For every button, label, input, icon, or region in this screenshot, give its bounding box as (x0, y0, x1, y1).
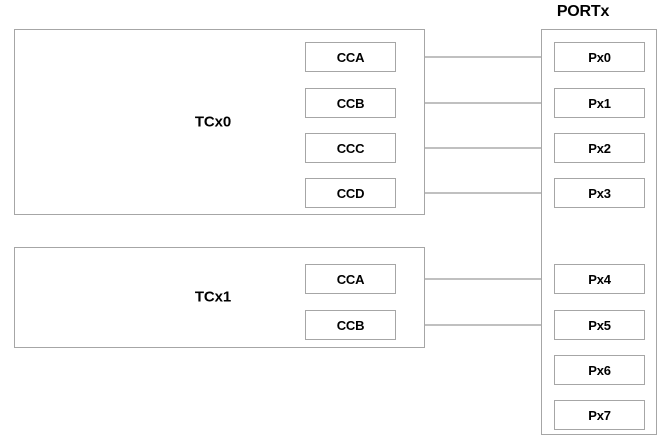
port-pin-px1[interactable]: Px1 (554, 88, 645, 118)
channel-box-tcx1-ccb[interactable]: CCB (305, 310, 396, 340)
channel-box-tcx1-cca[interactable]: CCA (305, 264, 396, 294)
timer-label-tcx1: TCx1 (194, 288, 232, 306)
channel-box-tcx0-ccc[interactable]: CCC (305, 133, 396, 163)
channel-box-tcx0-ccd[interactable]: CCD (305, 178, 396, 208)
port-pin-px5[interactable]: Px5 (554, 310, 645, 340)
channel-box-tcx0-cca[interactable]: CCA (305, 42, 396, 72)
port-pin-px0[interactable]: Px0 (554, 42, 645, 72)
port-pin-px4[interactable]: Px4 (554, 264, 645, 294)
port-pin-px6[interactable]: Px6 (554, 355, 645, 385)
port-pin-px2[interactable]: Px2 (554, 133, 645, 163)
timer-label-tcx0: TCx0 (194, 113, 232, 131)
port-pin-px3[interactable]: Px3 (554, 178, 645, 208)
channel-box-tcx0-ccb[interactable]: CCB (305, 88, 396, 118)
port-pin-px7[interactable]: Px7 (554, 400, 645, 430)
port-title: PORTx (556, 3, 610, 20)
